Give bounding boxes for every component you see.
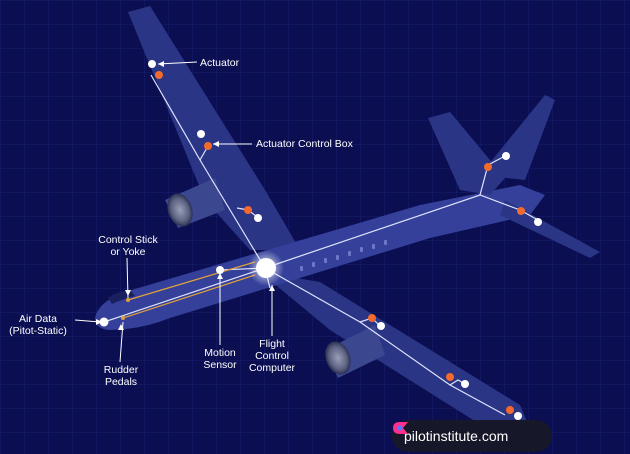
upper-wing — [128, 6, 300, 250]
pilot-institute-logo — [393, 422, 408, 434]
control-stick-label: Control Stick or Yoke — [98, 234, 158, 258]
air-data-label: Air Data (Pitot-Static) — [9, 313, 67, 337]
motion-sensor-label: Motion Sensor — [203, 347, 237, 371]
lower-horizontal-stabilizer — [500, 200, 600, 258]
watermark-badge: pilotinstitute.com — [392, 420, 552, 452]
rudder-pedals-label: Rudder Pedals — [103, 364, 139, 388]
watermark-text: pilotinstitute.com — [404, 428, 509, 444]
flight-control-computer-node — [256, 258, 276, 278]
sensor-dots — [99, 60, 542, 420]
flight-control-computer-label: Flight Control Computer — [248, 338, 296, 374]
pilot-input-dots — [121, 298, 130, 320]
cabin-windows — [300, 240, 387, 271]
lower-engine — [325, 325, 385, 378]
actuator-label: Actuator — [200, 57, 240, 69]
fuselage — [95, 185, 545, 330]
pilot-input-wiring — [122, 261, 256, 319]
upper-engine — [165, 178, 225, 228]
actuator-control-box-label: Actuator Control Box — [256, 138, 353, 150]
label-arrowheads — [96, 61, 275, 330]
actuator-dots — [155, 71, 525, 414]
lower-wing — [260, 272, 535, 440]
